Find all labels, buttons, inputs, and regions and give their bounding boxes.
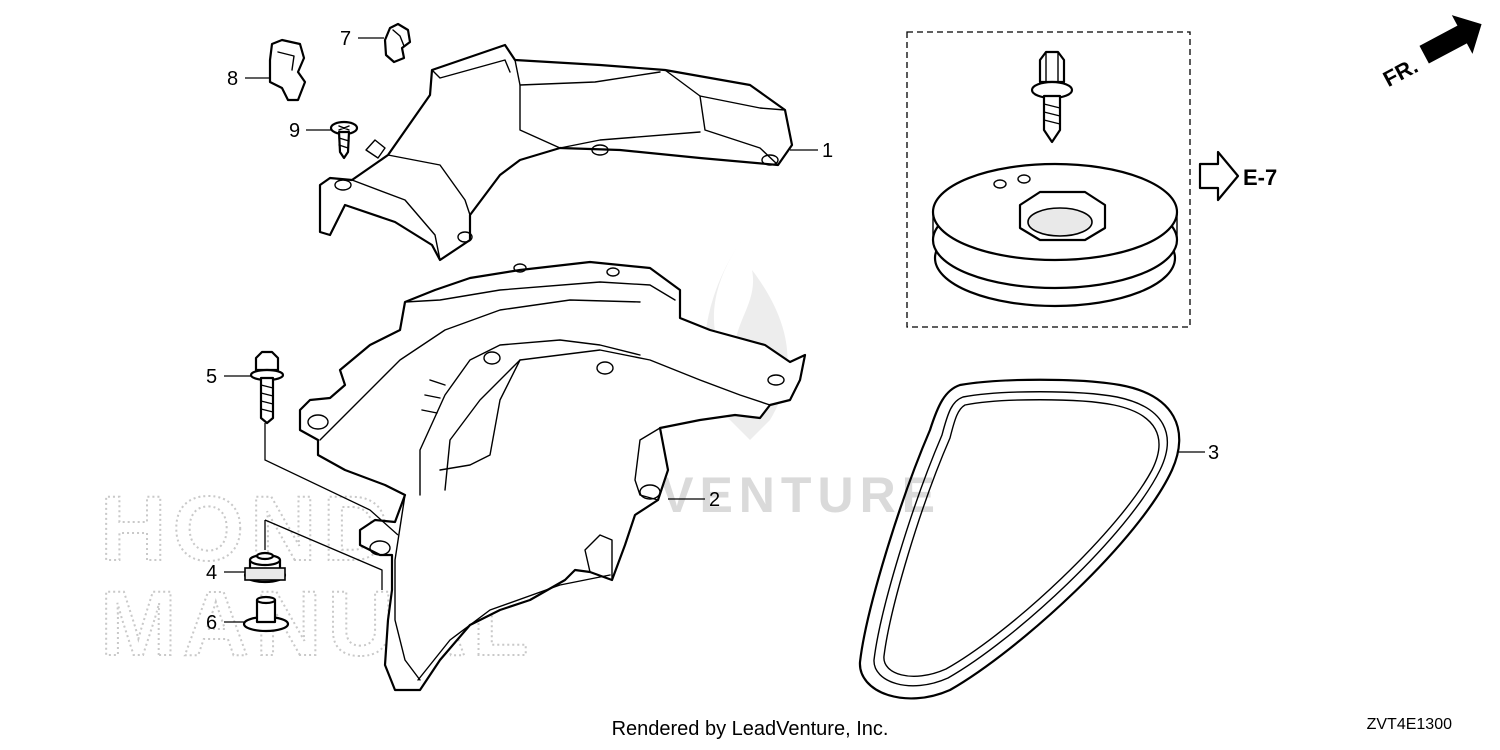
- callout-3: 3: [1208, 442, 1219, 464]
- arrow-icon: [1419, 15, 1482, 64]
- pulley: [931, 162, 1179, 308]
- reference-label: E-7: [1243, 165, 1277, 190]
- diagram-code: ZVT4E1300: [1366, 716, 1452, 733]
- collar: [242, 595, 290, 633]
- front-label: FR.: [1379, 53, 1422, 92]
- reference-arrow: E-7: [1198, 150, 1277, 202]
- flange-bolt: [249, 350, 285, 425]
- callout-9: 9: [289, 120, 300, 142]
- pulley-bolt: [1030, 50, 1074, 144]
- tapping-screw: [329, 120, 359, 160]
- callout-7: 7: [340, 28, 351, 50]
- cable-clamp: [268, 38, 307, 102]
- callout-8: 8: [227, 68, 238, 90]
- callout-5: 5: [206, 366, 217, 388]
- pulley-reference-box: [906, 31, 1191, 328]
- front-direction-indicator: FR.: [1379, 15, 1482, 92]
- callout-6: 6: [206, 612, 217, 634]
- drive-belt: [858, 378, 1181, 700]
- leader-lines: [224, 37, 1205, 623]
- callouts: 1 2 3 4 5 6 7 8 9: [206, 28, 1219, 634]
- callout-1: 1: [822, 140, 833, 162]
- callout-4: 4: [206, 562, 217, 584]
- lower-belt-cover: [298, 260, 807, 692]
- footer-credit: Rendered by LeadVenture, Inc.: [611, 718, 889, 740]
- upper-belt-cover: [318, 43, 794, 262]
- clip-small: [383, 22, 412, 64]
- callout-2: 2: [709, 489, 720, 511]
- grommet: [243, 551, 287, 584]
